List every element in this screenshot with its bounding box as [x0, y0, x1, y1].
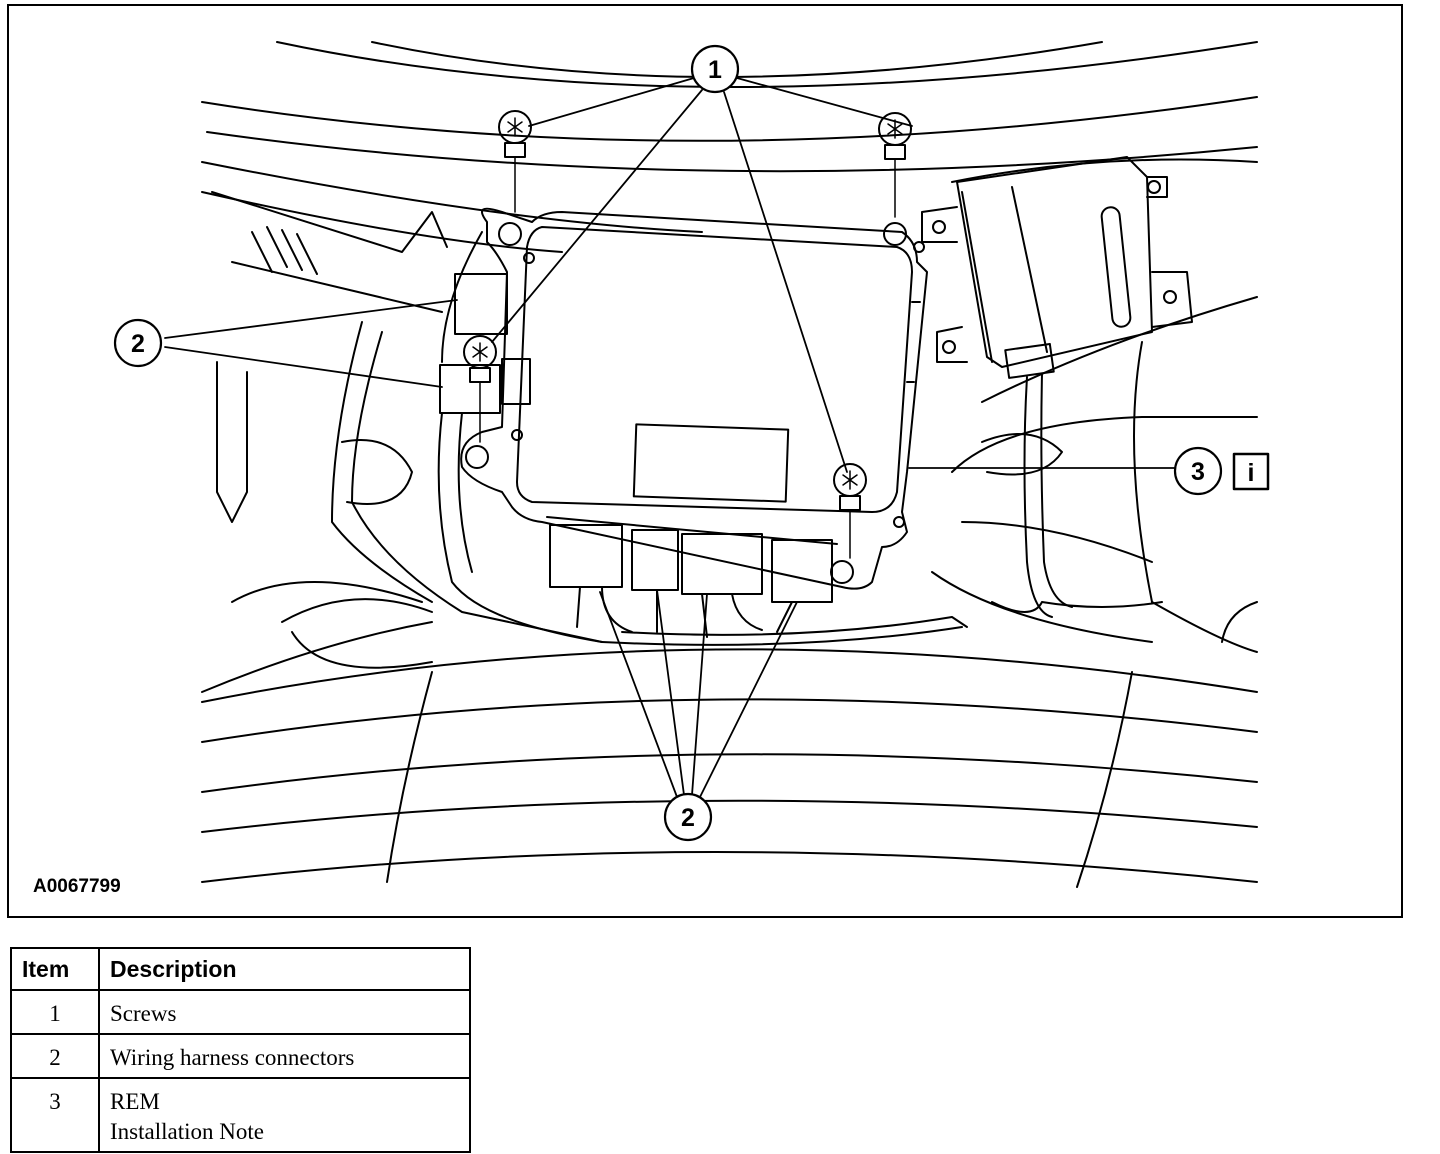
screw-top-left	[498, 110, 532, 213]
adjacent-module	[921, 156, 1193, 618]
callout-circle-3	[1173, 446, 1223, 496]
callout-label-2-bottom: 2	[681, 804, 695, 832]
legend-item-description: Screws	[98, 989, 471, 1035]
callout-circle-1	[690, 44, 740, 94]
screw-right	[833, 463, 867, 559]
callout-label-3: 3	[1191, 458, 1205, 486]
legend-header-row: Item Description	[10, 947, 471, 991]
legend-item-number: 3	[10, 1077, 100, 1153]
right-structure	[931, 296, 1258, 643]
legend-item-number: 2	[10, 1033, 100, 1079]
callout-circle-2-left	[113, 318, 163, 368]
callout-label-2-left: 2	[131, 330, 145, 358]
legend-table: Item Description 1 Screws 2 Wiring harne…	[10, 947, 471, 1153]
left-structure	[211, 191, 603, 669]
body-contours-bottom	[201, 601, 1258, 888]
legend-header-item: Item	[10, 947, 100, 991]
figure-id-label: A0067799	[33, 876, 121, 897]
module-illustration: 1 2 3 2 i	[113, 41, 1270, 888]
callout-circle-2-bottom	[663, 792, 713, 842]
illustration-frame: 1 2 3 2 i A0067799	[7, 4, 1403, 918]
screw-top-right	[878, 112, 912, 218]
legend-item-description: Wiring harness connectors	[98, 1033, 471, 1079]
callout-label-1: 1	[708, 56, 722, 84]
legend-header-description: Description	[98, 947, 471, 991]
info-glyph: i	[1248, 459, 1255, 487]
body-contours-top	[201, 41, 1258, 253]
legend-row: 1 Screws	[10, 989, 471, 1035]
legend-row: 2 Wiring harness connectors	[10, 1033, 471, 1079]
rem-module	[437, 207, 968, 646]
legend-item-description-main: REM	[110, 1089, 160, 1114]
legend-item-description: REM Installation Note	[98, 1077, 471, 1153]
info-i-icon	[1232, 452, 1270, 491]
legend-item-number: 1	[10, 989, 100, 1035]
leader-lines	[164, 77, 1175, 798]
legend-item-installation-note: Installation Note	[110, 1119, 264, 1144]
screw-left	[463, 335, 497, 443]
legend-row: 3 REM Installation Note	[10, 1077, 471, 1153]
